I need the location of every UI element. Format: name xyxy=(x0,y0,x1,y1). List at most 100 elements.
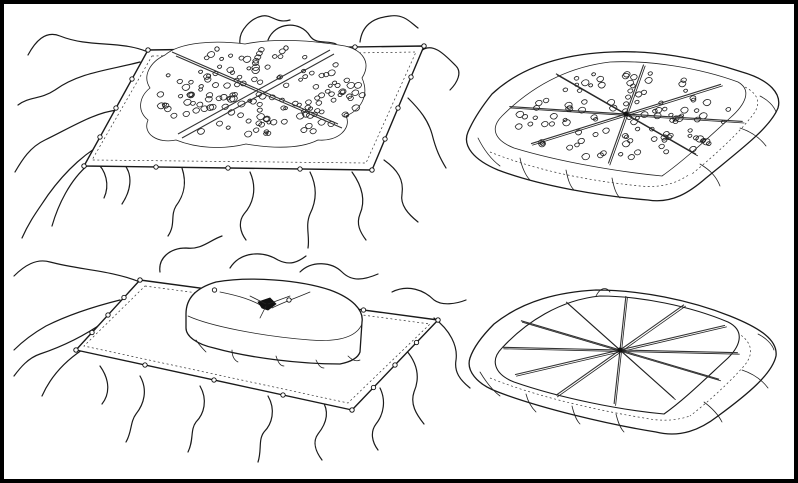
leaf-mark xyxy=(343,77,350,84)
leaf-mark xyxy=(188,79,194,85)
leaf-mark xyxy=(634,99,640,105)
leaf-mark xyxy=(204,95,213,103)
leaf-mark xyxy=(219,94,228,101)
leaf-mark xyxy=(351,104,361,112)
grommets-top-left xyxy=(81,43,427,173)
radial-poles xyxy=(502,296,740,406)
grommet xyxy=(153,164,159,170)
leaf-mark xyxy=(251,60,259,66)
leaf-mark xyxy=(617,152,624,157)
leaf-mark xyxy=(566,144,574,151)
leaf-mark xyxy=(680,77,687,83)
leaf-mark xyxy=(353,82,362,89)
leaf-mark xyxy=(527,121,534,127)
leaf-mark xyxy=(300,109,307,114)
grommet xyxy=(369,167,375,173)
leaf-mark xyxy=(263,131,269,136)
leaf-mark xyxy=(622,71,631,78)
leaf-mark xyxy=(304,104,311,111)
grommet xyxy=(137,277,143,283)
leaf-mark xyxy=(693,108,700,113)
grommet xyxy=(105,312,111,318)
leaf-mark xyxy=(318,72,325,79)
leaf-mark xyxy=(689,95,697,101)
leaf-mark xyxy=(211,82,219,88)
leaf-mark xyxy=(652,108,658,114)
leaf-mark xyxy=(337,92,343,98)
leaf-mark xyxy=(564,101,573,109)
leaf-mark xyxy=(650,136,658,142)
leaf-mark xyxy=(251,76,258,83)
leaf-mark xyxy=(227,109,236,116)
leaf-mark xyxy=(334,83,341,89)
leaf-mark xyxy=(577,138,585,145)
grommet xyxy=(280,392,286,398)
grommet xyxy=(392,362,398,368)
leaf-mark xyxy=(219,56,225,61)
leaf-mark xyxy=(269,119,278,126)
grommet xyxy=(370,384,377,391)
grommet xyxy=(395,105,401,111)
ropes-top-left xyxy=(14,15,460,249)
leaf-mark xyxy=(621,140,631,148)
wrapped-bundle xyxy=(185,278,363,369)
grommet xyxy=(73,347,79,353)
leaf-mark xyxy=(622,101,630,107)
leaf-mark xyxy=(327,83,333,88)
leaf-mark xyxy=(251,64,260,71)
leaf-mark xyxy=(245,118,252,124)
leaf-mark xyxy=(647,71,653,76)
leaf-mark xyxy=(239,80,247,87)
leaf-mark xyxy=(300,68,307,74)
leaf-mark xyxy=(309,128,317,135)
leaf-mark xyxy=(264,64,271,70)
leaf-mark xyxy=(311,111,318,117)
leaf-mark xyxy=(298,77,304,82)
leaf-mark xyxy=(654,107,663,114)
leaf-mark xyxy=(581,153,591,161)
leaf-mark xyxy=(599,150,607,157)
leaf-mark xyxy=(562,117,568,122)
leaf-mark xyxy=(317,118,326,126)
leaf-mark xyxy=(265,130,272,136)
leaf-mark xyxy=(237,112,244,119)
leaf-mark xyxy=(692,135,699,141)
leaf-mark xyxy=(330,97,337,103)
leaf-mark xyxy=(590,114,598,121)
leaf-mark xyxy=(633,149,642,156)
leaf-mark xyxy=(278,48,286,55)
leaf-mark xyxy=(667,132,674,139)
leaf-mark xyxy=(630,74,638,81)
pole-hub xyxy=(617,347,623,353)
leaf-mark xyxy=(247,98,253,103)
grommet xyxy=(113,105,119,111)
leaf-mark xyxy=(644,77,653,84)
leaf-mark xyxy=(663,149,670,155)
leaf-mark xyxy=(705,141,712,146)
grommet xyxy=(286,297,292,303)
leaf-mark xyxy=(170,112,178,119)
leaf-mark xyxy=(680,106,689,114)
leaf-mark xyxy=(256,107,263,113)
grommet xyxy=(89,329,95,336)
leaf-mark xyxy=(562,119,571,127)
leaf-mark xyxy=(592,117,599,122)
radial-poles xyxy=(509,64,745,166)
grommet xyxy=(413,339,420,346)
leaf-mark xyxy=(514,123,523,130)
leaf-mark xyxy=(574,129,583,136)
grommet xyxy=(421,43,427,49)
leaf-mark xyxy=(347,95,354,102)
leaf-mark xyxy=(573,76,580,81)
leaf-mark xyxy=(327,121,335,128)
leaf-mark xyxy=(205,92,214,99)
leaf-mark xyxy=(188,92,194,98)
grommet xyxy=(435,317,441,323)
grommet xyxy=(211,377,217,383)
leaf-mark xyxy=(216,64,223,69)
leaf-mark xyxy=(302,74,309,80)
leaf-mark xyxy=(255,50,263,57)
leaf-mark xyxy=(192,107,200,114)
grommet xyxy=(382,136,388,142)
leaf-mark xyxy=(574,142,580,148)
